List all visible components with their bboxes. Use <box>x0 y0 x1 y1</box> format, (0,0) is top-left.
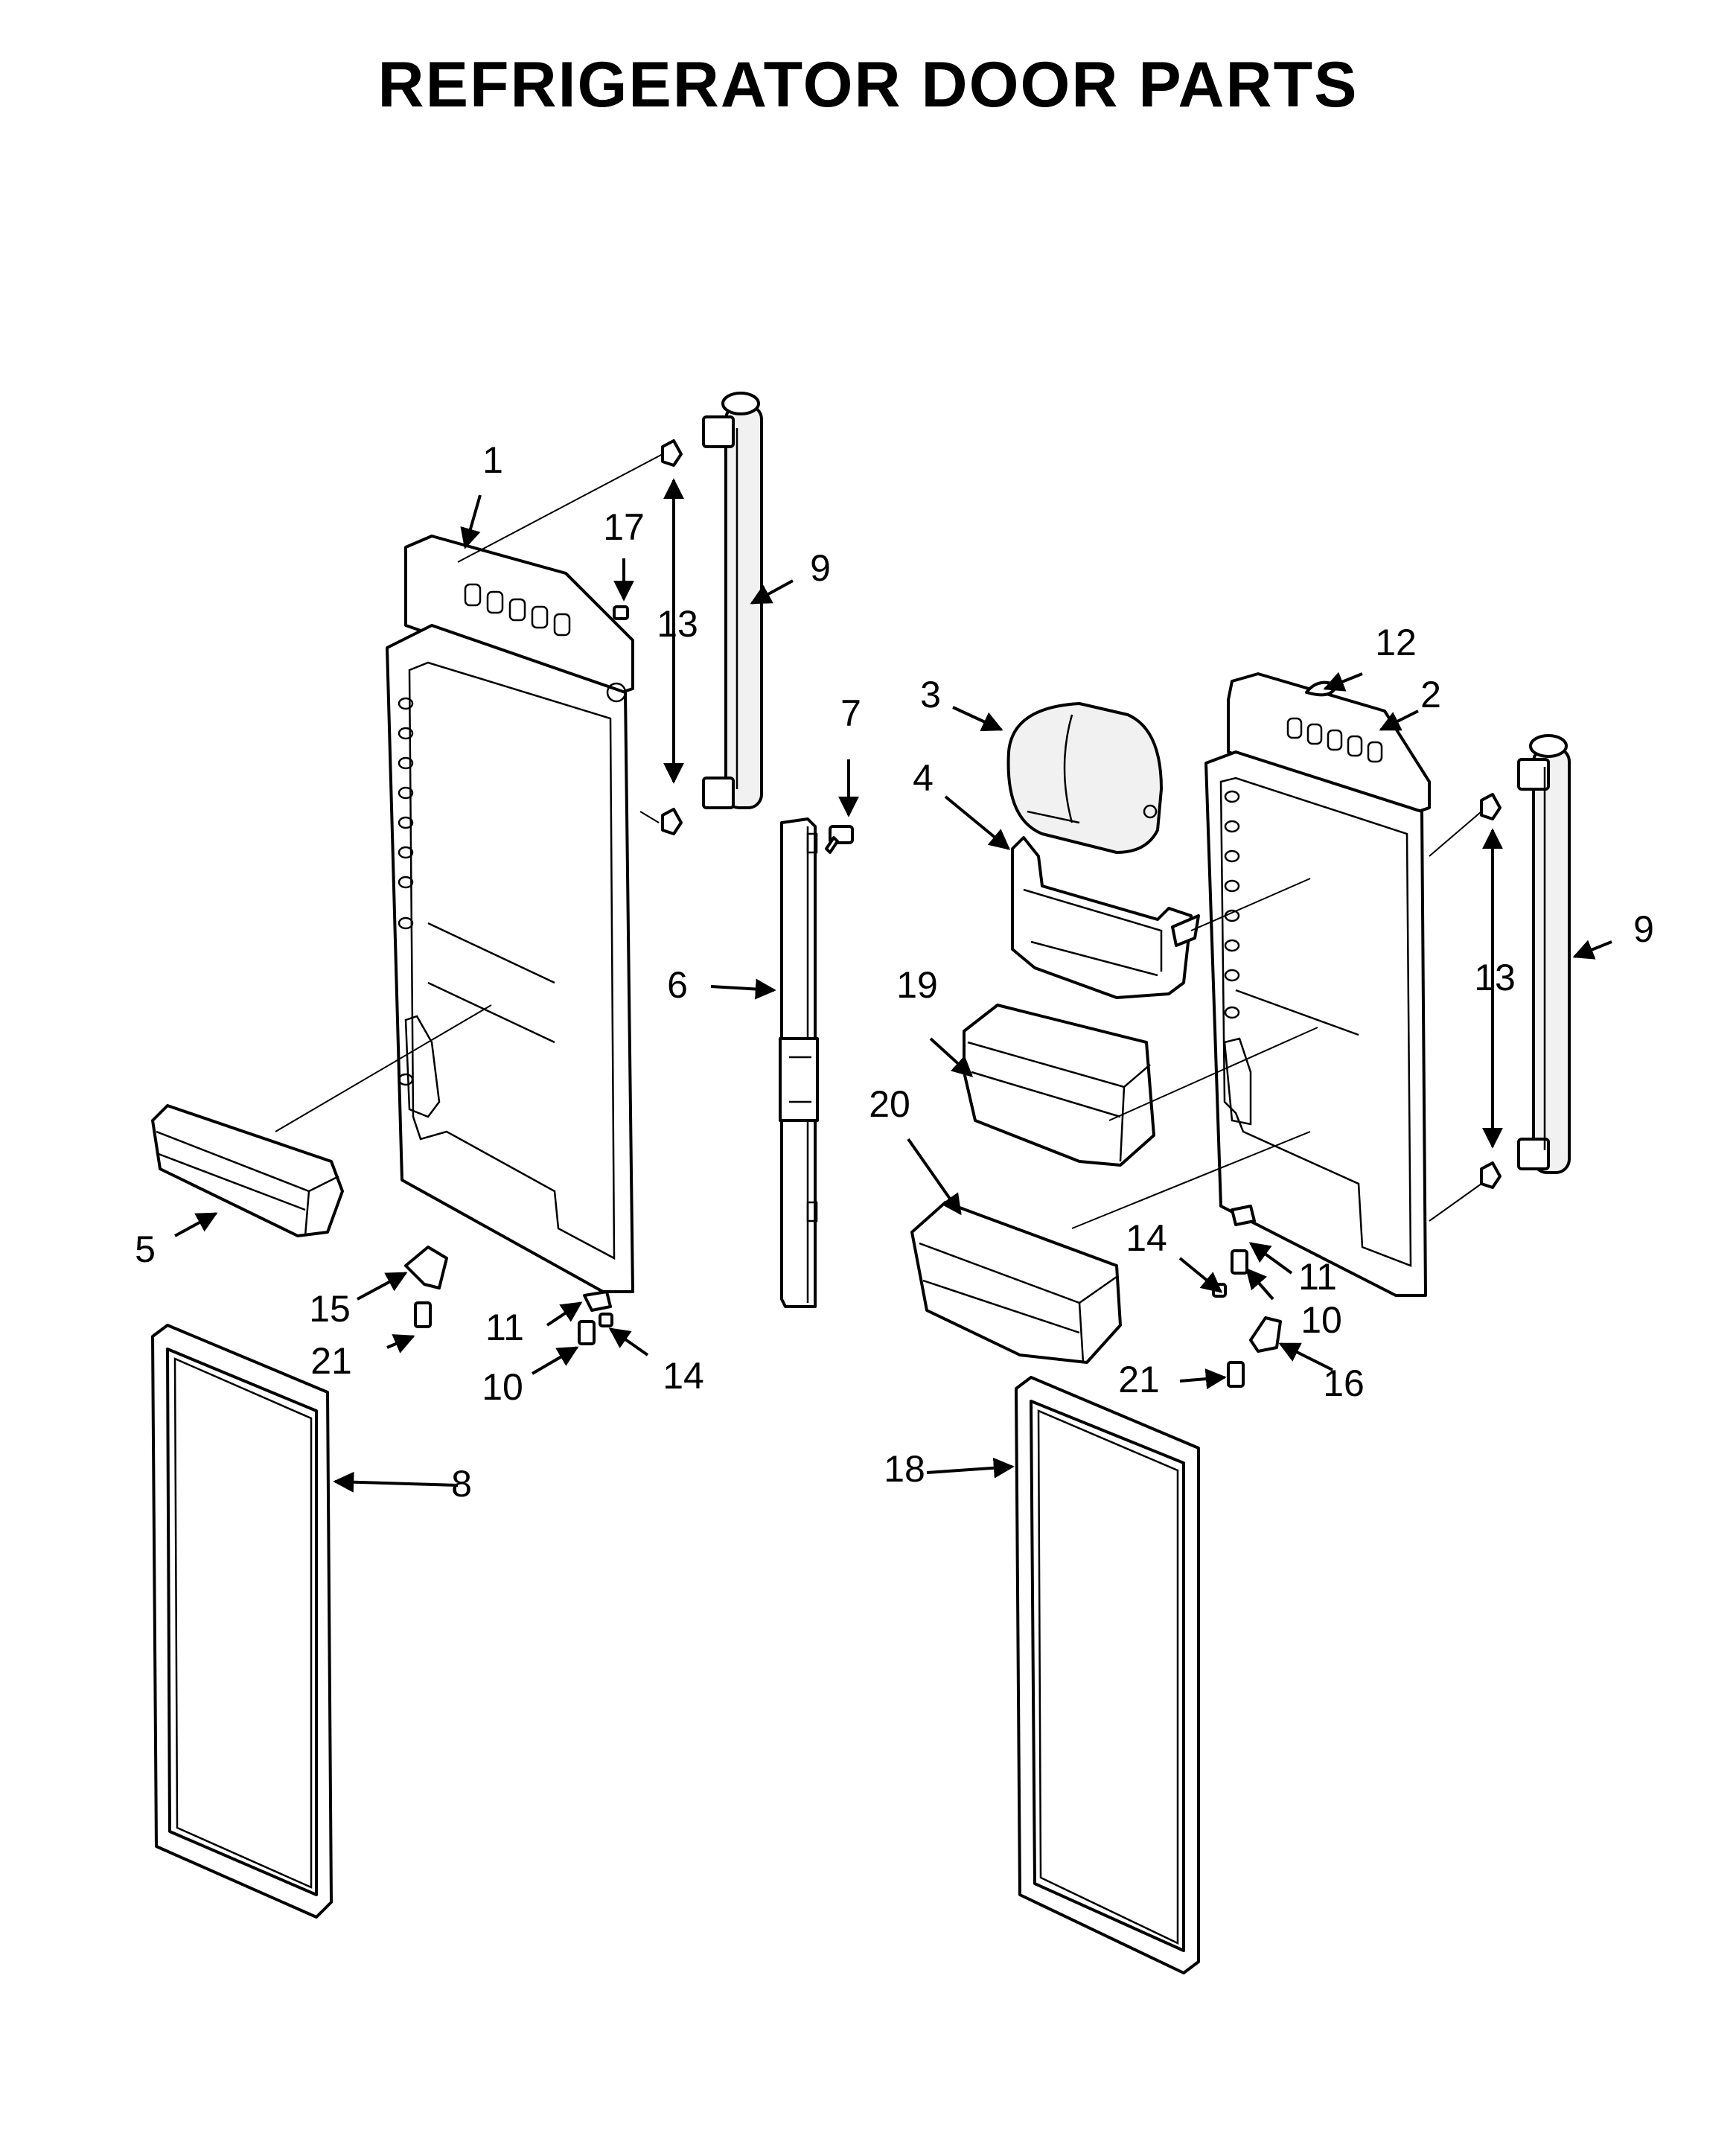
callout-7: 7 <box>840 692 861 734</box>
callout-13-left: 13 <box>657 603 698 645</box>
callout-21-left: 21 <box>310 1340 352 1382</box>
callout-3: 3 <box>920 674 941 715</box>
callout-9-right: 9 <box>1633 908 1654 950</box>
callout-19: 19 <box>896 964 938 1006</box>
callout-17: 17 <box>603 506 645 548</box>
callout-6: 6 <box>667 964 688 1006</box>
callout-20: 20 <box>869 1083 910 1125</box>
door-bin-upper-right <box>963 1004 1155 1167</box>
door-mullion <box>779 817 819 1308</box>
callout-labels: 1 17 13 9 12 2 3 7 4 9 13 6 19 20 5 14 1… <box>135 439 1654 1505</box>
callout-14-left: 14 <box>663 1355 704 1397</box>
right-door-top-vents <box>1286 717 1383 763</box>
assembly-guide-lines <box>275 453 1482 1229</box>
callout-14-right: 14 <box>1126 1217 1167 1259</box>
door-top-cap <box>1305 680 1338 697</box>
hinge-hardware-left <box>414 1290 613 1345</box>
door-stop-left <box>404 1246 448 1289</box>
callout-11-left: 11 <box>485 1307 524 1348</box>
left-door-gasket <box>151 1324 333 1919</box>
callout-8: 8 <box>451 1463 472 1505</box>
callout-arrows <box>174 478 1612 1493</box>
right-door-gasket <box>1015 1376 1200 1974</box>
callout-12: 12 <box>1375 622 1417 663</box>
top-hinge-screw <box>613 605 629 620</box>
callout-10-right: 10 <box>1301 1299 1342 1341</box>
right-door-handle <box>1517 734 1571 1174</box>
diagram-title: REFRIGERATOR DOOR PARTS <box>378 49 1359 121</box>
handle-mounting-studs <box>661 439 1502 1189</box>
door-stop-right <box>1249 1316 1282 1353</box>
left-door-liner <box>386 535 634 1293</box>
right-door-shelf-pegs <box>1224 790 1240 1019</box>
callout-1: 1 <box>482 439 503 481</box>
left-door-handle <box>702 392 763 809</box>
callout-15: 15 <box>309 1288 351 1330</box>
callout-18: 18 <box>884 1448 925 1490</box>
callout-11-right: 11 <box>1298 1256 1337 1298</box>
callout-13-right: 13 <box>1474 957 1516 998</box>
callout-5: 5 <box>135 1228 156 1270</box>
callout-16: 16 <box>1323 1362 1365 1404</box>
dairy-compartment-cover <box>1006 702 1163 854</box>
callout-10-left: 10 <box>482 1366 523 1408</box>
left-door-top-vents <box>464 583 571 637</box>
callout-9-left: 9 <box>810 547 831 589</box>
dairy-compartment <box>1011 836 1200 999</box>
callout-21-right: 21 <box>1118 1359 1160 1400</box>
left-door-shelf-pegs <box>398 697 414 1086</box>
callout-2: 2 <box>1420 674 1441 715</box>
mullion-screw <box>825 825 854 854</box>
right-door-liner <box>1204 672 1431 1297</box>
door-bin-left <box>151 1104 344 1237</box>
callout-4: 4 <box>913 757 934 799</box>
hinge-hardware-right <box>1212 1205 1256 1388</box>
door-bin-lower-right <box>910 1201 1122 1364</box>
